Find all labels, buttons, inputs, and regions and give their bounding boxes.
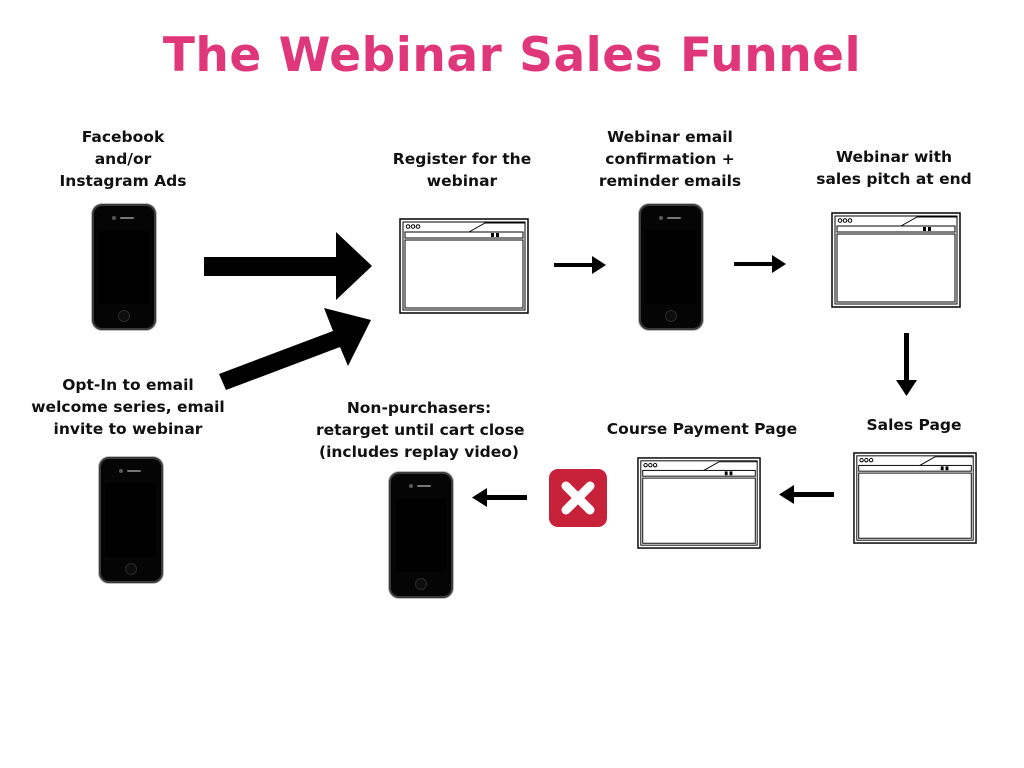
label-opt-in: Opt-In to email welcome series, email in…: [31, 376, 225, 438]
arrow-diagonal-icon: [219, 308, 371, 390]
label-facebook-ads: Facebook and/or Instagram Ads: [59, 128, 187, 190]
browser-window-icon: [853, 452, 977, 544]
arrow-left-icon: [779, 485, 834, 504]
close-x-icon: [549, 469, 607, 527]
label-confirmation: Webinar email confirmation + reminder em…: [598, 128, 742, 190]
label-sales-page: Sales Page: [866, 416, 962, 434]
label-register: Register for the webinar: [392, 150, 532, 190]
arrow-right-large-icon: [204, 232, 372, 300]
page-title: The Webinar Sales Funnel: [162, 28, 862, 83]
smartphone-icon: [92, 204, 156, 330]
browser-window-icon: [637, 457, 761, 549]
label-payment: Course Payment Page: [606, 420, 798, 438]
smartphone-icon: [389, 472, 453, 598]
arrow-left-icon: [472, 488, 527, 507]
label-non-purchasers: Non-purchasers: retarget until cart clos…: [316, 399, 525, 461]
browser-window-icon: [399, 218, 529, 314]
arrow-right-icon: [734, 255, 786, 273]
arrow-right-icon: [554, 256, 606, 274]
browser-window-icon: [831, 212, 961, 308]
smartphone-icon: [639, 204, 703, 330]
smartphone-icon: [99, 457, 163, 583]
arrow-down-icon: [896, 333, 917, 396]
label-webinar: Webinar with sales pitch at end: [816, 148, 972, 188]
